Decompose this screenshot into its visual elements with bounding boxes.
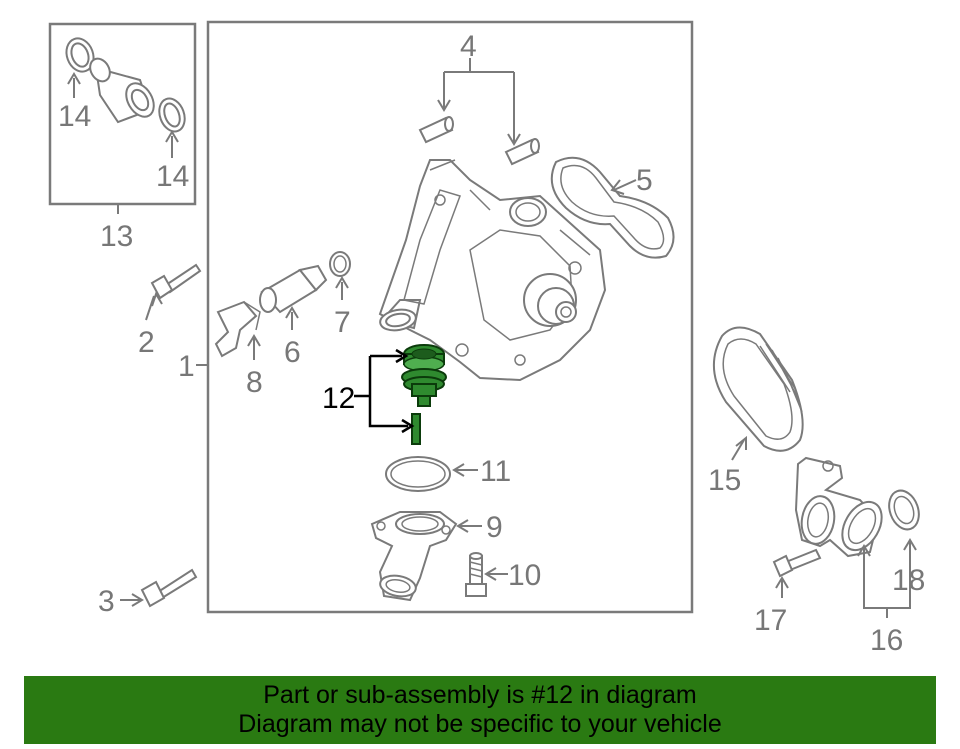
leader-4 <box>443 58 515 142</box>
temperature-sensor-part-6[interactable] <box>259 264 328 314</box>
bolt-part-3[interactable] <box>140 568 198 608</box>
banner-line-part-number: Part or sub-assembly is #12 in diagram <box>263 681 697 709</box>
callout-1: 1 <box>178 350 195 383</box>
callout-7: 7 <box>334 306 351 339</box>
banner-line-disclaimer: Diagram may not be specific to your vehi… <box>238 710 722 738</box>
seal-ring-part-11[interactable] <box>385 456 451 492</box>
bolt-part-2[interactable] <box>150 263 202 300</box>
highlight-notice-banner: Part or sub-assembly is #12 in diagram D… <box>24 676 936 744</box>
water-pump-housing[interactable] <box>378 159 607 382</box>
callout-8: 8 <box>246 366 263 399</box>
thermostat-part-12[interactable] <box>401 344 447 407</box>
hose-kit-frame <box>48 22 197 206</box>
callout-13: 13 <box>100 220 133 253</box>
o-ring-part-7[interactable] <box>329 251 351 277</box>
callout-11: 11 <box>480 455 511 488</box>
callout-2: 2 <box>138 326 155 359</box>
drive-belt-part-15[interactable] <box>712 326 804 452</box>
bolt-part-17[interactable] <box>772 548 822 578</box>
clip-part-8[interactable] <box>214 300 261 358</box>
pin-part-4a[interactable] <box>418 116 454 144</box>
thermostat-housing-part-9[interactable] <box>370 511 458 602</box>
pin-part-4b[interactable] <box>504 138 540 166</box>
callout-14-top: 14 <box>58 100 91 133</box>
bolt-part-10[interactable] <box>465 552 487 597</box>
callout-15: 15 <box>708 464 741 497</box>
coolant-hose-part[interactable] <box>62 35 189 136</box>
callout-9: 9 <box>486 511 503 544</box>
callout-14-bottom: 14 <box>156 160 189 193</box>
main-assembly-frame <box>206 20 694 614</box>
o-ring-part-18[interactable] <box>884 486 924 533</box>
callout-4: 4 <box>460 30 477 63</box>
callout-10: 10 <box>508 559 541 592</box>
callout-16: 16 <box>870 624 903 657</box>
coolant-flange-part-16[interactable] <box>794 456 890 558</box>
callout-17: 17 <box>754 604 787 637</box>
thermostat-pin-part-12[interactable] <box>411 413 421 445</box>
exploded-parts-diagram: 14 14 13 2 3 1 4 5 <box>48 20 925 657</box>
callout-5: 5 <box>636 164 653 197</box>
gasket-part-5[interactable] <box>550 156 675 259</box>
callout-6: 6 <box>284 336 301 369</box>
leader-12 <box>354 354 408 428</box>
callout-3: 3 <box>98 585 115 618</box>
callout-18: 18 <box>892 564 925 597</box>
callout-12: 12 <box>322 382 355 415</box>
